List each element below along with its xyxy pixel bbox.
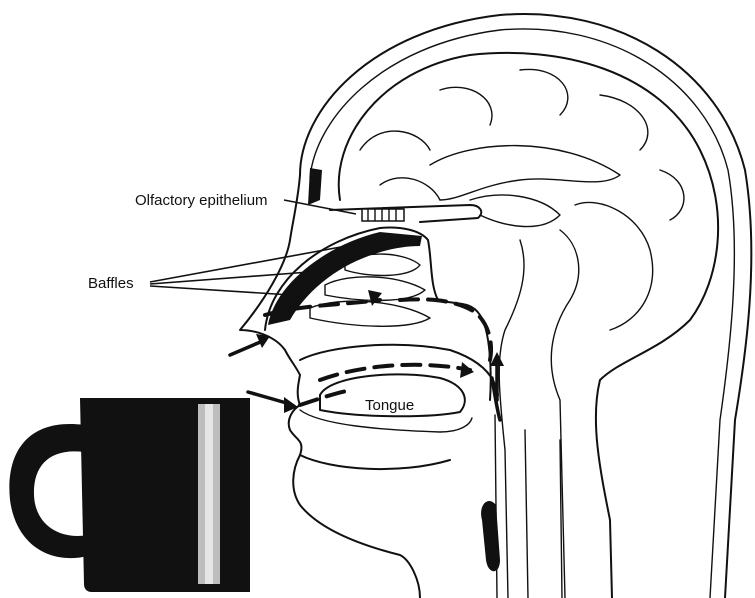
label-tongue: Tongue <box>365 397 414 414</box>
oral-cavity <box>300 345 562 598</box>
coffee-mug <box>9 398 250 592</box>
olfactory-bulb <box>308 168 481 222</box>
label-baffles: Baffles <box>88 275 134 292</box>
label-olfactory-epithelium: Olfactory epithelium <box>135 192 268 209</box>
